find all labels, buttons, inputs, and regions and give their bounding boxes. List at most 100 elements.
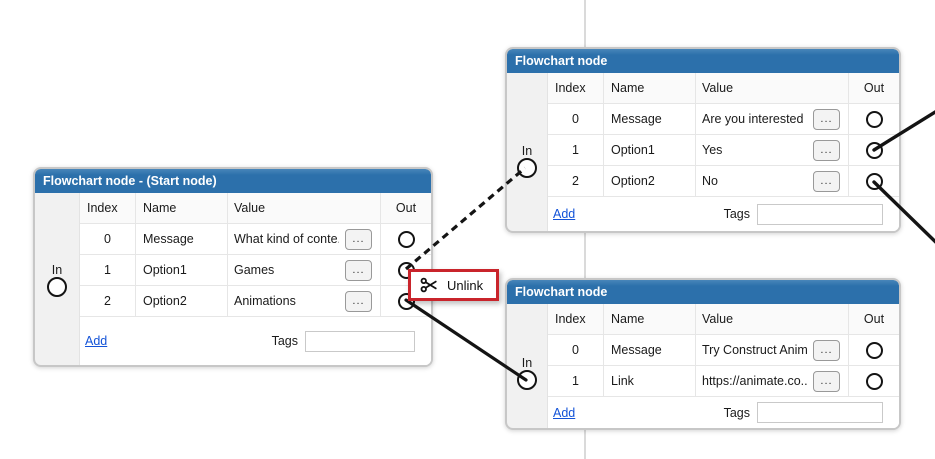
column-header-index: Index: [80, 193, 136, 224]
column-header-name: Name: [604, 304, 696, 335]
edit-value-button[interactable]: ...: [813, 170, 840, 192]
edit-value-button[interactable]: ...: [813, 139, 840, 161]
value-text: Games: [234, 263, 275, 277]
in-port[interactable]: [47, 277, 67, 297]
add-row-link[interactable]: Add: [553, 405, 576, 420]
cell-out: [849, 104, 899, 135]
cell-value: Try Construct Anim... ...: [696, 335, 849, 366]
cell-out: [849, 366, 899, 397]
value-text: Animations: [234, 294, 296, 308]
out-port[interactable]: [865, 341, 883, 359]
node-table-area: Index Name Value Out 0 Message Are you i…: [547, 73, 899, 231]
tags-input[interactable]: [757, 402, 883, 423]
column-header-out: Out: [381, 193, 431, 224]
node-table: Index Name Value Out 0 Message Try Const…: [548, 304, 899, 397]
edit-value-button[interactable]: ...: [345, 259, 372, 281]
cell-name: Link: [604, 366, 696, 397]
value-text: Try Construct Anim...: [702, 343, 807, 357]
value-text: Yes: [702, 143, 723, 157]
in-port-wrap: In: [35, 263, 79, 297]
out-port[interactable]: [397, 230, 415, 248]
cell-name: Message: [604, 335, 696, 366]
column-header-out: Out: [849, 304, 899, 335]
cell-index: 1: [80, 255, 136, 286]
cell-name: Option1: [604, 135, 696, 166]
tags-label: Tags: [271, 334, 298, 348]
unlink-tooltip[interactable]: Unlink: [408, 269, 500, 301]
column-header-index: Index: [548, 73, 604, 104]
cell-value: Yes ...: [696, 135, 849, 166]
node-table-area: Index Name Value Out 0 Message What kind…: [79, 193, 431, 365]
value-text: What kind of conte...: [234, 232, 339, 246]
cell-name: Option2: [136, 286, 228, 317]
cell-out: [849, 135, 899, 166]
in-port-wrap: In: [507, 356, 547, 390]
in-label: In: [521, 144, 533, 158]
edit-value-button[interactable]: ...: [345, 228, 372, 250]
cell-out: [849, 166, 899, 197]
cell-index: 1: [548, 366, 604, 397]
node-table: Index Name Value Out 0 Message What kind…: [80, 193, 431, 317]
flowchart-node-start[interactable]: Flowchart node - (Start node) Index Name…: [33, 167, 433, 367]
flowchart-node-question[interactable]: Flowchart node Index Name Value Out 0 Me…: [505, 47, 901, 233]
tags-input[interactable]: [757, 203, 883, 225]
scissors-icon: [420, 277, 437, 293]
flowchart-node-link[interactable]: Flowchart node Index Name Value Out 0 Me…: [505, 278, 901, 430]
tags-label: Tags: [723, 405, 750, 420]
in-label: In: [521, 356, 533, 370]
add-row-link[interactable]: Add: [85, 334, 108, 348]
cell-value: What kind of conte... ...: [228, 224, 381, 255]
in-label: In: [51, 263, 63, 277]
column-header-index: Index: [548, 304, 604, 335]
column-header-value: Value: [228, 193, 381, 224]
value-text: Are you interested ...: [702, 112, 807, 126]
in-port[interactable]: [517, 158, 537, 178]
cell-index: 0: [548, 335, 604, 366]
edit-value-button[interactable]: ...: [813, 339, 840, 361]
out-port[interactable]: [865, 172, 883, 190]
node-body: Index Name Value Out 0 Message What kind…: [35, 193, 431, 365]
cell-value: https://animate.co... ...: [696, 366, 849, 397]
tags-input[interactable]: [305, 330, 415, 352]
cell-value: Are you interested ... ...: [696, 104, 849, 135]
cell-value: No ...: [696, 166, 849, 197]
edit-value-button[interactable]: ...: [813, 108, 840, 130]
out-port[interactable]: [865, 372, 883, 390]
node-body: Index Name Value Out 0 Message Are you i…: [507, 73, 899, 231]
value-text: No: [702, 174, 718, 188]
cell-name: Message: [136, 224, 228, 255]
cell-out: [849, 335, 899, 366]
column-header-value: Value: [696, 304, 849, 335]
unlink-label: Unlink: [447, 277, 484, 293]
node-footer: Add Tags: [548, 197, 899, 231]
cell-name: Option2: [604, 166, 696, 197]
node-footer: Add Tags: [548, 397, 899, 428]
node-body: Index Name Value Out 0 Message Try Const…: [507, 304, 899, 428]
node-table: Index Name Value Out 0 Message Are you i…: [548, 73, 899, 197]
cell-out: [381, 224, 431, 255]
column-header-name: Name: [604, 73, 696, 104]
node-title-bar[interactable]: Flowchart node: [507, 280, 899, 304]
cell-index: 1: [548, 135, 604, 166]
column-header-name: Name: [136, 193, 228, 224]
value-text: https://animate.co...: [702, 374, 807, 388]
in-port-wrap: In: [507, 144, 547, 178]
node-title-bar[interactable]: Flowchart node - (Start node): [35, 169, 431, 193]
in-port[interactable]: [517, 370, 537, 390]
out-port[interactable]: [865, 141, 883, 159]
cell-value: Games ...: [228, 255, 381, 286]
edit-value-button[interactable]: ...: [345, 290, 372, 312]
tags-label: Tags: [723, 207, 750, 221]
cell-index: 0: [548, 104, 604, 135]
edit-value-button[interactable]: ...: [813, 370, 840, 392]
node-table-area: Index Name Value Out 0 Message Try Const…: [547, 304, 899, 428]
cell-index: 2: [548, 166, 604, 197]
add-row-link[interactable]: Add: [553, 207, 576, 221]
node-footer: Add Tags: [80, 317, 431, 365]
node-title-bar[interactable]: Flowchart node: [507, 49, 899, 73]
column-header-value: Value: [696, 73, 849, 104]
cell-name: Message: [604, 104, 696, 135]
out-port[interactable]: [865, 110, 883, 128]
cell-name: Option1: [136, 255, 228, 286]
